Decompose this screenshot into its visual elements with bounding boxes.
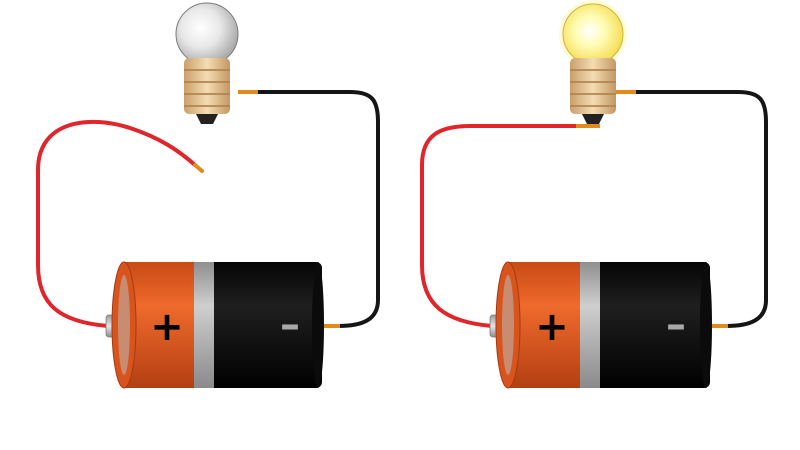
battery-negative-label: – [280, 302, 300, 348]
battery-end-cap [502, 275, 514, 375]
battery-end-cap [118, 275, 130, 375]
light-bulb-off [175, 2, 239, 124]
battery-negative-body [200, 262, 322, 388]
battery-negative-body [586, 262, 710, 388]
battery-negative-end [700, 262, 712, 388]
battery: + – [489, 261, 712, 389]
bulb-socket [570, 58, 616, 114]
wire-loose-tip [193, 163, 204, 173]
positive-wire [420, 124, 580, 328]
battery-positive-label: + [535, 304, 569, 350]
open-circuit: + – [36, 2, 380, 389]
negative-wire [256, 90, 380, 328]
battery-negative-end [312, 262, 324, 388]
battery: + – [105, 261, 324, 389]
light-bulb-on [559, 0, 627, 124]
battery-band [192, 262, 214, 388]
battery-band [578, 262, 600, 388]
battery-positive-label: + [150, 304, 184, 350]
positive-wire [36, 119, 197, 328]
bulb-glass [175, 2, 239, 66]
bulb-glass [562, 3, 624, 65]
battery-negative-label: – [666, 302, 686, 348]
closed-circuit: + – [420, 0, 768, 389]
bulb-socket [184, 58, 230, 114]
negative-wire [634, 90, 768, 328]
bulb-contact [196, 114, 218, 124]
bulb-contact [582, 114, 604, 124]
